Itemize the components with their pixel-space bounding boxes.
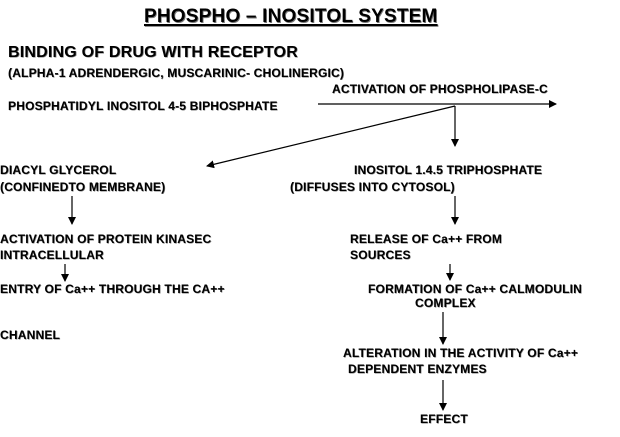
- subheading-receptors: (ALPHA-1 ADRENDERGIC, MUSCARINIC- CHOLIN…: [8, 66, 345, 80]
- label-pip2: PHOSPHATIDYL INOSITOL 4-5 BIPHOSPHATE: [8, 99, 278, 113]
- label-release-1: RELEASE OF Ca++ FROM: [350, 232, 503, 246]
- arrow-plc-to-dag: [206, 105, 456, 169]
- label-effect: EFFECT: [420, 412, 468, 426]
- label-dag-1: DIACYL GLYCEROL: [0, 163, 117, 177]
- page-title: PHOSPHO – INOSITOL SYSTEM: [144, 6, 438, 27]
- label-calmodulin-2: COMPLEX: [415, 296, 476, 310]
- label-entry-1: ENTRY OF Ca++ THROUGH THE CA++: [0, 282, 225, 296]
- label-alteration-1: ALTERATION IN THE ACTIVITY OF Ca++: [343, 346, 579, 360]
- label-entry-2: CHANNEL: [0, 328, 61, 342]
- label-ip3-1: INOSITOL 1.4.5 TRIPHOSPHATE: [354, 163, 543, 177]
- label-pkc-1: ACTIVATION OF PROTEIN KINASEC: [0, 232, 212, 246]
- label-alteration-2: DEPENDENT ENZYMES: [348, 362, 487, 376]
- heading-binding: BINDING OF DRUG WITH RECEPTOR: [8, 44, 298, 61]
- label-plc-activation: ACTIVATION OF PHOSPHOLIPASE-C: [332, 82, 548, 96]
- label-release-2: SOURCES: [350, 248, 411, 262]
- label-ip3-2: (DIFFUSES INTO CYTOSOL): [290, 180, 455, 194]
- label-dag-2: (CONFINEDTO MEMBRANE): [0, 180, 166, 194]
- label-pkc-2: INTRACELLULAR: [0, 248, 104, 262]
- label-calmodulin-1: FORMATION OF Ca++ CALMODULIN: [368, 282, 583, 296]
